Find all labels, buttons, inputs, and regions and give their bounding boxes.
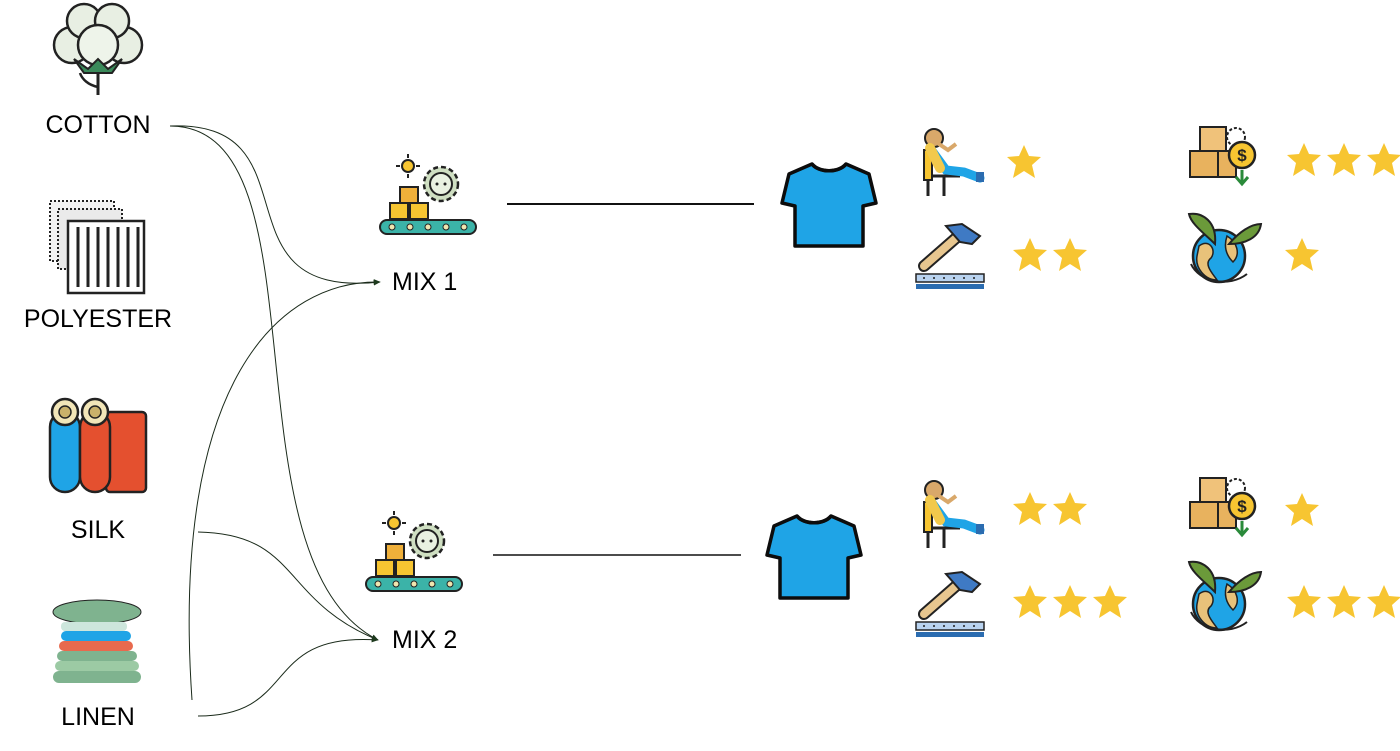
star-icon: [1285, 238, 1319, 271]
mix1-tshirt-icon: [780, 162, 878, 248]
mix2-sustainability-rating: [1287, 585, 1400, 618]
mix1-sustainability-icon: [1187, 212, 1263, 284]
mix2-cost-icon: [1188, 476, 1257, 537]
mix2-comfort-icon: [924, 481, 984, 548]
mix1-durability-rating: [1013, 238, 1087, 271]
star-icon: [1367, 585, 1400, 618]
flow-silk-to-mix2: [197, 531, 379, 641]
material-label-linen: LINEN: [61, 703, 135, 731]
star-icon: [1013, 238, 1047, 271]
mix-label-2: MIX 2: [392, 626, 458, 654]
mix2-factory-icon: [364, 509, 464, 593]
mix-label-1: MIX 1: [392, 268, 458, 296]
flow-cotton-to-mix2: [169, 125, 379, 641]
star-icon: [1327, 585, 1361, 618]
mix2-comfort-rating: [1013, 492, 1087, 525]
mix1-cost-rating: [1287, 143, 1400, 176]
material-label-polyester: POLYESTER: [23, 305, 173, 333]
star-icon: [1285, 493, 1319, 526]
mix1-sustainability-rating: [1285, 238, 1319, 271]
silk-rolls-icon: [48, 397, 148, 494]
star-icon: [1013, 492, 1047, 525]
material-label-silk: SILK: [70, 516, 126, 544]
star-icon: [1053, 585, 1087, 618]
star-icon: [1093, 585, 1127, 618]
star-icon: [1013, 585, 1047, 618]
star-icon: [1053, 492, 1087, 525]
cotton-flower-icon: [52, 2, 144, 95]
polyester-fabric-icon: [49, 200, 146, 295]
mix1-durability-icon: [916, 224, 984, 289]
star-icon: [1287, 585, 1321, 618]
star-icon: [1053, 238, 1087, 271]
star-icon: [1367, 143, 1400, 176]
mix1-cost-icon: [1188, 125, 1257, 186]
material-label-cotton: COTTON: [45, 111, 151, 139]
star-icon: [1287, 143, 1321, 176]
mix2-durability-icon: [916, 572, 984, 637]
star-icon: [1327, 143, 1361, 176]
flow-cotton-to-mix1: [169, 125, 381, 286]
mix2-tshirt-icon: [765, 514, 863, 600]
mix2-sustainability-icon: [1187, 560, 1263, 632]
star-icon: [1007, 145, 1041, 178]
flow-linen-to-mix1: [188, 279, 381, 701]
mix2-cost-rating: [1285, 493, 1319, 526]
mix1-factory-icon: [378, 152, 478, 236]
flow-linen-to-mix2: [197, 636, 379, 717]
linen-stack-icon: [52, 599, 142, 683]
mix2-durability-rating: [1013, 585, 1127, 618]
mix1-comfort-rating: [1007, 145, 1041, 178]
mix1-comfort-icon: [924, 129, 984, 196]
